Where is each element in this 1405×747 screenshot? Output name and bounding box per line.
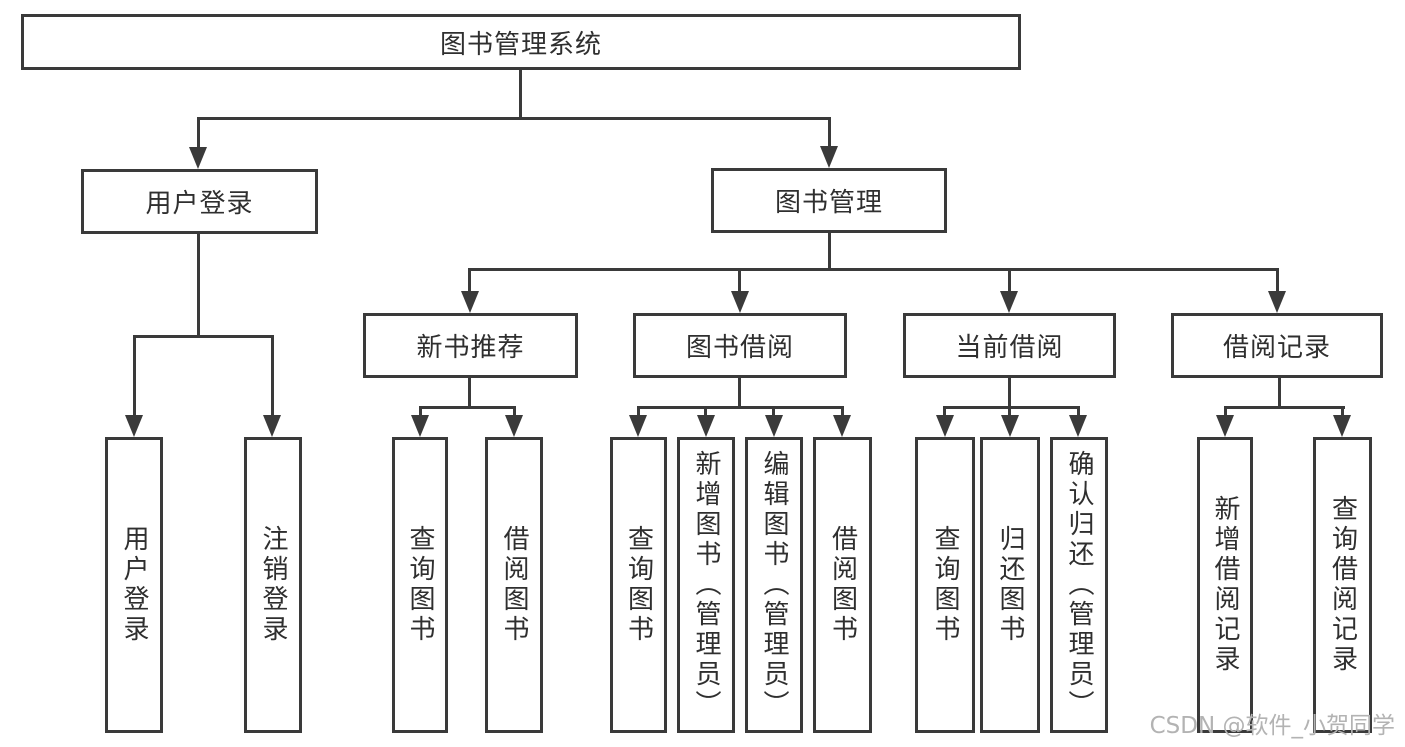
connector-line <box>1077 406 1080 416</box>
connector-line <box>419 406 516 409</box>
node-label: 借阅图书 <box>827 525 858 645</box>
node-label: 编辑图书（管理员） <box>759 450 789 720</box>
arrowhead-down-icon <box>1000 291 1018 313</box>
node-user-login: 用户登录 <box>81 169 318 234</box>
leaf-borrow-books-borrowing: 借阅图书 <box>813 437 872 733</box>
connector-line <box>1008 406 1011 416</box>
arrowhead-down-icon <box>1001 415 1019 437</box>
connector-line <box>1341 406 1344 416</box>
node-label: 查询图书 <box>930 525 960 645</box>
connector-line <box>704 406 707 416</box>
node-borrowing-records: 借阅记录 <box>1171 313 1383 378</box>
connector-line <box>1224 406 1345 409</box>
arrowhead-down-icon <box>731 291 749 313</box>
node-label: 查询图书 <box>405 525 435 645</box>
connector-line <box>1278 378 1281 407</box>
node-current-borrowing: 当前借阅 <box>903 313 1116 378</box>
connector-line <box>419 406 422 416</box>
leaf-add-borrow-record: 新增借阅记录 <box>1197 437 1253 733</box>
connector-line <box>637 406 640 416</box>
leaf-logout: 注销登录 <box>244 437 302 733</box>
node-book-borrowing: 图书借阅 <box>633 313 847 378</box>
arrowhead-down-icon <box>263 415 281 437</box>
arrowhead-down-icon <box>1216 415 1234 437</box>
arrowhead-down-icon <box>936 415 954 437</box>
node-label: 图书借阅 <box>685 333 794 363</box>
leaf-query-books-current: 查询图书 <box>915 437 975 733</box>
node-book-management: 图书管理 <box>711 168 947 233</box>
node-label: 归还图书 <box>995 525 1025 645</box>
arrowhead-down-icon <box>1268 291 1286 313</box>
leaf-return-books: 归还图书 <box>980 437 1040 733</box>
connector-line <box>1224 406 1227 416</box>
connector-line <box>468 268 1279 271</box>
connector-line <box>738 268 741 291</box>
node-label: 借阅图书 <box>499 525 529 645</box>
leaf-query-books-borrowing: 查询图书 <box>610 437 667 733</box>
connector-line <box>197 234 200 337</box>
arrowhead-down-icon <box>461 291 479 313</box>
node-label: 用户登录 <box>145 189 254 219</box>
connector-line <box>468 378 471 407</box>
connector-line <box>828 117 831 147</box>
node-library-management-system: 图书管理系统 <box>21 14 1021 70</box>
connector-line <box>637 406 843 409</box>
node-label: 图书管理 <box>774 188 883 218</box>
node-label: 当前借阅 <box>955 333 1064 363</box>
connector-line <box>519 70 522 118</box>
leaf-query-borrow-record: 查询借阅记录 <box>1313 437 1372 733</box>
node-label: 新书推荐 <box>416 333 525 363</box>
leaf-add-book-admin: 新增图书（管理员） <box>677 437 735 733</box>
node-label: 借阅记录 <box>1222 333 1331 363</box>
node-label: 用户登录 <box>119 525 149 645</box>
connector-line <box>943 406 1080 409</box>
leaf-query-books-recommendation: 查询图书 <box>392 437 448 733</box>
leaf-confirm-return-admin: 确认归还（管理员） <box>1050 437 1108 733</box>
arrowhead-down-icon <box>629 415 647 437</box>
arrowhead-down-icon <box>411 415 429 437</box>
arrowhead-down-icon <box>833 415 851 437</box>
connector-line <box>828 233 831 270</box>
connector-line <box>197 117 831 120</box>
node-label: 注销登录 <box>258 525 288 645</box>
arrowhead-down-icon <box>1069 415 1087 437</box>
arrowhead-down-icon <box>189 147 207 169</box>
connector-line <box>197 117 200 147</box>
connector-line <box>1008 378 1011 407</box>
node-label: 确认归还（管理员） <box>1064 450 1094 720</box>
arrowhead-down-icon <box>1333 415 1351 437</box>
connector-line <box>513 406 516 416</box>
connector-line <box>271 335 274 415</box>
watermark: CSDN @软件_小贺同学 <box>1149 713 1395 739</box>
connector-line <box>738 378 741 407</box>
connector-line <box>133 335 274 338</box>
leaf-borrow-books-recommendation: 借阅图书 <box>485 437 543 733</box>
arrowhead-down-icon <box>697 415 715 437</box>
connector-line <box>1276 268 1279 291</box>
node-label: 查询图书 <box>623 525 654 645</box>
connector-line <box>1008 268 1011 291</box>
arrowhead-down-icon <box>505 415 523 437</box>
node-label: 图书管理系统 <box>439 29 602 60</box>
connector-line <box>468 268 471 291</box>
arrowhead-down-icon <box>765 415 783 437</box>
arrowhead-down-icon <box>125 415 143 437</box>
connector-line <box>841 406 844 416</box>
node-label: 新增图书（管理员） <box>691 450 721 720</box>
node-new-book-recommendation: 新书推荐 <box>363 313 578 378</box>
connector-line <box>943 406 946 416</box>
node-label: 新增借阅记录 <box>1210 495 1240 675</box>
arrowhead-down-icon <box>820 146 838 168</box>
leaf-edit-book-admin: 编辑图书（管理员） <box>745 437 803 733</box>
node-label: 查询借阅记录 <box>1327 495 1358 675</box>
connector-line <box>772 406 775 416</box>
connector-line <box>133 335 136 415</box>
leaf-user-login: 用户登录 <box>105 437 163 733</box>
